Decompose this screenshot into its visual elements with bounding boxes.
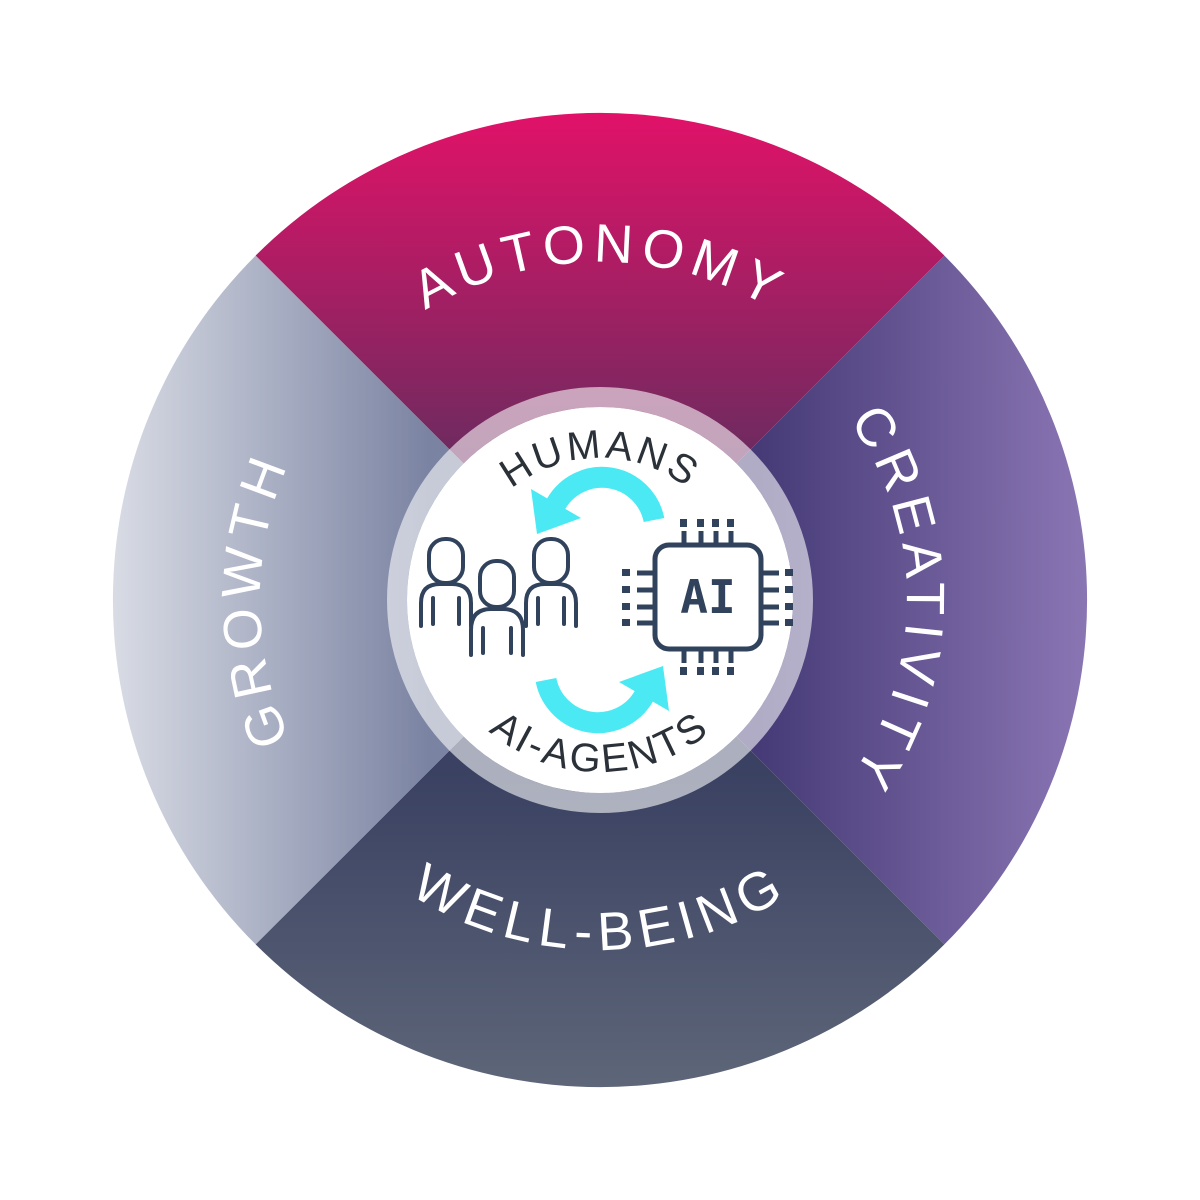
segment-autonomy — [255, 112, 945, 600]
hub-circle — [407, 407, 793, 793]
ai-chip-icon: AI — [622, 519, 793, 675]
people-group-icon — [419, 537, 578, 657]
cycle-arrow-top-head — [531, 489, 581, 534]
person-right — [524, 537, 578, 628]
hub-ring — [387, 387, 813, 813]
segment-creativity — [600, 255, 1088, 945]
cycle-arrows-icon — [531, 466, 669, 734]
wheel-segments — [112, 112, 1088, 1088]
ai-chip-label: AI — [680, 570, 735, 624]
cycle-arrow-bottom-head — [619, 666, 669, 711]
cycle-arrow-top-arc — [546, 466, 665, 523]
segment-growth — [112, 255, 600, 945]
person-left — [419, 537, 473, 628]
cycle-arrow-bottom-arc — [535, 677, 654, 734]
ai-chip-body — [652, 542, 764, 652]
segment-wellbeing — [255, 600, 945, 1088]
person-center — [469, 559, 525, 657]
